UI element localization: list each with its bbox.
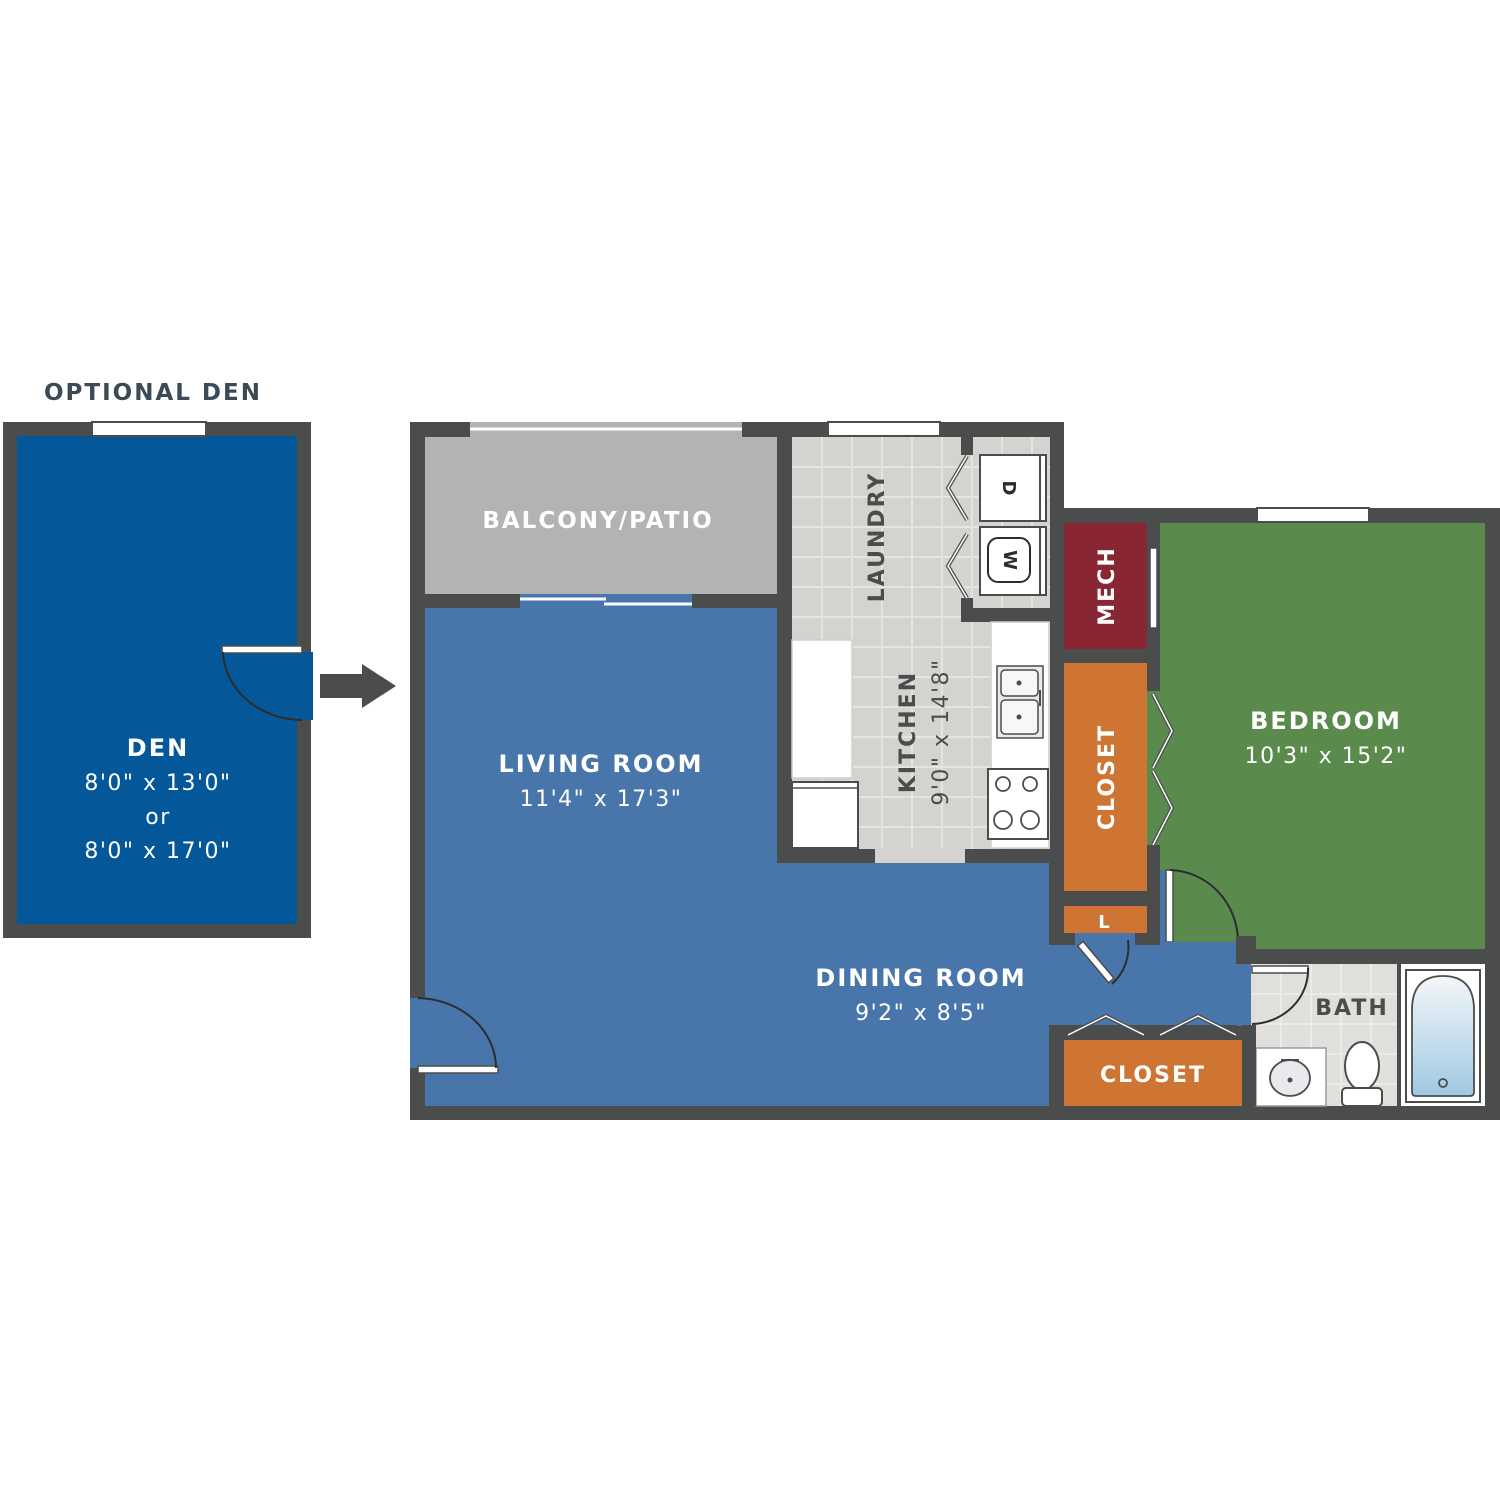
- living-dining-floor: [425, 608, 1250, 1106]
- toilet-icon: [1341, 1041, 1383, 1107]
- sliding-door: [520, 594, 692, 608]
- den-window: [91, 421, 207, 437]
- bedroom-closet-label: CLOSET: [1095, 724, 1120, 830]
- bedroom-floor: [1160, 523, 1485, 949]
- den-door-swing: [222, 651, 303, 721]
- linen-door-leaf: [1076, 940, 1115, 984]
- living-room-size: 11'4" x 17'3": [520, 787, 683, 812]
- kitchen-counter-left: [791, 639, 853, 779]
- bedroom-door-leaf: [1165, 869, 1174, 943]
- den-doorway: [295, 652, 313, 720]
- laundry-label: LAUNDRY: [865, 472, 890, 603]
- bedroom-size: 10'3" x 15'2": [1245, 744, 1408, 769]
- den-size-2: 8'0" x 17'0": [84, 839, 231, 864]
- bath-label: BATH: [1315, 996, 1389, 1021]
- den-floor: [17, 436, 297, 924]
- mech-room: [1064, 523, 1147, 649]
- den-room: DEN 8'0" x 13'0" or 8'0" x 17'0": [3, 421, 313, 938]
- kitchen-size: 9'0" x 14'8": [929, 658, 954, 805]
- dining-room-size: 9'2" x 8'5": [855, 1001, 987, 1026]
- den-size-1: 8'0" x 13'0": [84, 771, 231, 796]
- dining-closet: [1064, 1040, 1242, 1106]
- optional-den-heading: OPTIONAL DEN: [44, 380, 262, 406]
- bath-door-swing: [1251, 967, 1310, 1025]
- den-label: DEN: [127, 734, 189, 762]
- bedroom-window: [1256, 507, 1370, 523]
- linen-closet: [1064, 906, 1147, 933]
- linen-label: L: [1098, 912, 1111, 933]
- balcony-label: BALCONY/PATIO: [482, 508, 713, 534]
- entry-door-leaf: [417, 1065, 499, 1074]
- bath-door-leaf: [1251, 965, 1309, 974]
- living-room-label: LIVING ROOM: [498, 750, 703, 778]
- mech-label: MECH: [1095, 546, 1120, 625]
- kitchen-label: KITCHEN: [896, 671, 921, 793]
- balcony-floor: [425, 437, 777, 594]
- svg-text:D: D: [998, 481, 1019, 498]
- stove-icon: [987, 768, 1049, 840]
- bathtub-icon: [1405, 969, 1481, 1103]
- bedroom-label: BEDROOM: [1250, 707, 1402, 735]
- den-door-leaf: [221, 645, 303, 654]
- den-or: or: [145, 805, 171, 830]
- dining-room-label: DINING ROOM: [815, 964, 1026, 992]
- dryer: D: [979, 454, 1047, 522]
- arrow-right-icon: [320, 664, 396, 708]
- washer: W: [979, 526, 1047, 596]
- kitchen-window: [827, 421, 941, 437]
- bedroom-closet: [1064, 663, 1147, 891]
- dining-closet-label: CLOSET: [1100, 1063, 1206, 1088]
- linen-door-swing: [1111, 939, 1130, 985]
- svg-text:W: W: [999, 550, 1020, 572]
- bedroom-door-swing: [1169, 869, 1239, 943]
- vanity-sink-icon: [1255, 1047, 1327, 1107]
- entry-door-swing: [417, 997, 497, 1069]
- main-unit: D W LAUNDRY: [410, 421, 1500, 1120]
- refrigerator: [791, 781, 859, 849]
- double-sink-icon: [996, 665, 1044, 739]
